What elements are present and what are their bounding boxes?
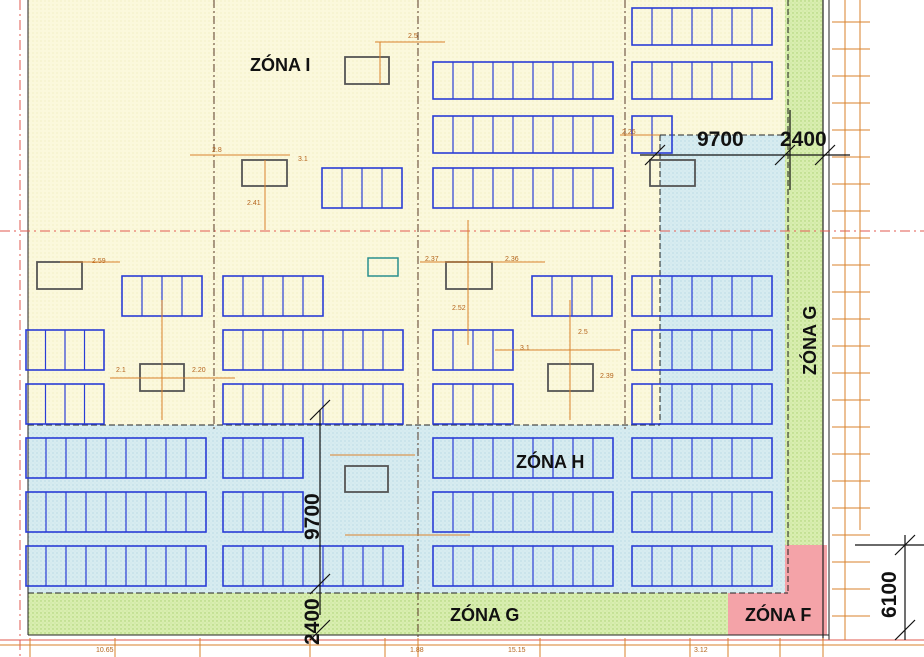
parking-row — [631, 7, 773, 46]
bottom-dimension-chain — [0, 638, 924, 657]
dim-corner-height: 6100 — [878, 571, 901, 618]
parking-row — [432, 437, 614, 479]
small-label: 2.41 — [247, 200, 261, 207]
dim-bottom-band: 2400 — [301, 598, 324, 645]
small-labels: 2.5 2.26 2.8 3.1 2.41 2.59 2.37 2.36 2.5… — [92, 33, 708, 654]
parking-row — [222, 329, 404, 371]
parking-row — [432, 491, 614, 533]
small-label: 2.5 — [578, 329, 588, 336]
building-outline — [27, 0, 830, 640]
parking-row — [432, 61, 614, 100]
parking-row — [432, 545, 614, 587]
small-label: 15.15 — [508, 647, 526, 654]
parking-row — [631, 329, 773, 371]
parking-row — [631, 437, 773, 479]
small-label: 2.1 — [116, 367, 126, 374]
parking-row — [222, 545, 404, 587]
parking-row — [531, 275, 613, 317]
small-label: 3.12 — [694, 647, 708, 654]
parking-row — [432, 115, 614, 154]
parking-row — [25, 491, 207, 533]
parking-bays — [25, 7, 773, 587]
small-label: 2.52 — [452, 305, 466, 312]
inner-measures — [60, 41, 660, 536]
zone-i-label: ZÓNA I — [250, 54, 310, 75]
zone-h-area — [28, 135, 788, 593]
small-label: 2.36 — [505, 256, 519, 263]
parking-row — [25, 437, 207, 479]
dim-left-height: 9700 — [301, 493, 324, 540]
main-dimensions — [309, 110, 924, 641]
zone-g-right-label: ZÓNA G — [799, 306, 820, 375]
zone-f-area — [728, 545, 827, 635]
parking-row — [432, 167, 614, 209]
parking-row — [222, 437, 304, 479]
small-label: 2.26 — [622, 129, 636, 136]
zone-g-right-area — [785, 0, 823, 545]
zone-h-label: ZÓNA H — [516, 451, 584, 472]
small-label: 3.1 — [520, 345, 530, 352]
zone-g-bottom-label: ZÓNA G — [450, 604, 519, 625]
parking-row — [631, 61, 773, 100]
parking-row — [222, 383, 404, 425]
small-label: 1.88 — [410, 647, 424, 654]
small-label: 2.39 — [600, 373, 614, 380]
parking-row — [631, 545, 773, 587]
small-label: 2.59 — [92, 258, 106, 265]
zone-g-bottom-area — [28, 593, 728, 635]
right-dimension-chain — [832, 0, 870, 640]
small-label: 10.65 — [96, 647, 114, 654]
small-label: 2.20 — [192, 367, 206, 374]
small-label: 2.37 — [425, 256, 439, 263]
dim-top-band: 2400 — [780, 128, 827, 151]
small-label: 3.1 — [298, 156, 308, 163]
parking-row — [631, 491, 773, 533]
zone-f-label: ZÓNA F — [745, 604, 811, 625]
parking-row — [25, 383, 105, 425]
parking-row — [321, 167, 403, 209]
parking-row — [432, 383, 514, 425]
parking-row — [25, 545, 207, 587]
parking-row — [222, 275, 324, 317]
dim-top-width: 9700 — [697, 128, 744, 151]
small-label: 2.8 — [212, 147, 222, 154]
small-label: 2.5 — [408, 33, 418, 40]
parking-row — [25, 329, 105, 371]
parking-row — [222, 491, 304, 533]
parking-row — [631, 275, 773, 317]
parking-row — [631, 383, 773, 425]
